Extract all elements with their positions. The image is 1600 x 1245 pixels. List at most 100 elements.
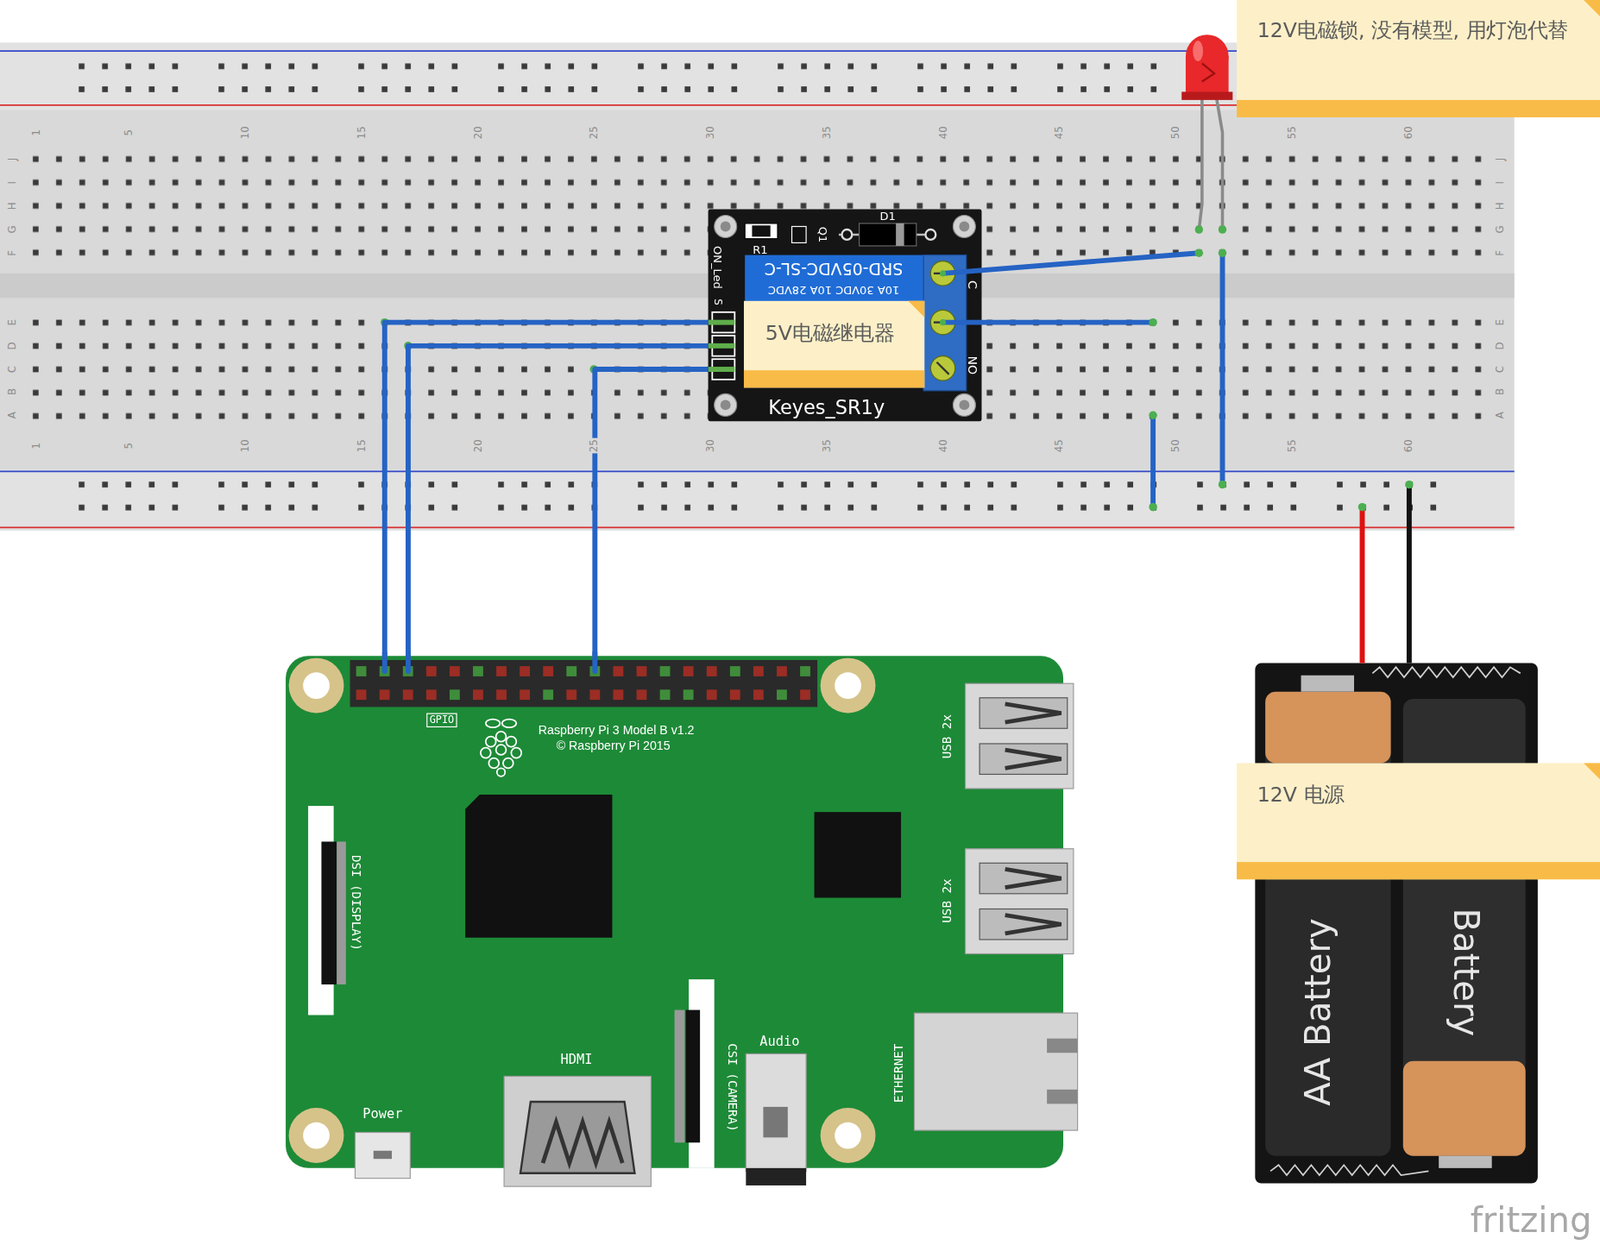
- row-letter: J: [6, 157, 19, 163]
- led-leg: [1198, 96, 1203, 230]
- gpio-pin: [776, 666, 788, 677]
- pin-label: S: [711, 298, 724, 306]
- watermark: fritzing: [1470, 1201, 1593, 1240]
- port-label: CSI (CAMERA): [724, 1043, 740, 1133]
- logo-berry: [485, 737, 497, 748]
- gpio-pins: [356, 666, 811, 700]
- terminal-label: NO: [964, 355, 980, 375]
- gpio-pin: [426, 689, 437, 700]
- hdmi-port: [503, 1076, 651, 1187]
- battery-terminal: [1438, 1156, 1492, 1169]
- column-number: 45: [1053, 438, 1065, 454]
- note-fold: [1583, 762, 1600, 780]
- column-number: 40: [937, 125, 949, 140]
- connected-hole: [1148, 503, 1157, 511]
- row-letter: D: [6, 340, 19, 351]
- row-letter: E: [6, 318, 19, 328]
- diode-pad: [925, 229, 936, 240]
- gpio-header: [350, 660, 819, 707]
- battery-holder: [1254, 663, 1538, 1185]
- sticky-note: 12V电磁锁, 没有模型, 用灯泡代替: [1236, 0, 1600, 118]
- row-letter: G: [1494, 224, 1506, 235]
- column-number: 60: [1402, 125, 1414, 140]
- connected-hole: [1218, 225, 1227, 234]
- gpio-pin: [356, 666, 367, 677]
- column-number: 5: [123, 128, 135, 138]
- usb-slot: [979, 862, 1068, 894]
- mount-hole-center: [958, 221, 970, 233]
- led-highlight: [1192, 40, 1204, 62]
- led-leg: [1215, 96, 1223, 230]
- power-rail: [0, 469, 1515, 531]
- usb-contact: [1005, 869, 1062, 888]
- jumper-wire: [594, 369, 708, 656]
- column-number: 10: [239, 438, 251, 454]
- column-number: 25: [588, 125, 600, 140]
- mount-hole-center: [834, 1122, 862, 1150]
- gpio-pin: [403, 689, 414, 700]
- connected-hole: [1404, 480, 1413, 489]
- battery-spring: [1372, 667, 1520, 678]
- hole-grid: [24, 147, 1490, 265]
- battery-wire-black: [1406, 485, 1412, 664]
- mount-hole: [820, 1108, 876, 1164]
- port-label: HDMI: [560, 1051, 593, 1068]
- logo-berry: [496, 731, 507, 743]
- mount-hole: [952, 393, 976, 416]
- column-number: 40: [937, 438, 949, 454]
- note-text: 12V 电源: [1257, 781, 1575, 810]
- jumper-wire: [408, 346, 709, 656]
- column-number: 55: [1286, 125, 1298, 140]
- audio-barrel: [745, 1168, 807, 1186]
- usb-slot: [979, 909, 1068, 940]
- column-number: 15: [355, 125, 367, 140]
- terminal-screw: [930, 356, 955, 381]
- battery-pack-drawing: [1254, 663, 1538, 1185]
- led-anvil: [1202, 62, 1215, 82]
- audio-jack: [745, 1053, 807, 1172]
- port-label: DSI (DISPLAY): [348, 855, 364, 952]
- copyright: © Raspberry Pi 2015: [556, 738, 671, 754]
- jumper-wire: [384, 322, 709, 657]
- row-letter: B: [6, 387, 19, 397]
- logo-berry: [480, 748, 492, 759]
- gpio-pin: [660, 666, 671, 677]
- row-letter: F: [1494, 249, 1506, 258]
- hdmi-contacts: [542, 1122, 623, 1164]
- hdmi-opening: [520, 1102, 635, 1174]
- row-letter: I: [1494, 180, 1506, 186]
- column-number: 25: [588, 438, 600, 454]
- logo-berry: [510, 748, 522, 759]
- battery-wire-red: [1360, 507, 1366, 664]
- battery-cap: [1403, 1061, 1526, 1157]
- column-number: 20: [472, 438, 484, 454]
- usb-slot: [979, 698, 1068, 729]
- gpio-pin: [379, 689, 391, 700]
- row-letter: A: [1494, 410, 1506, 420]
- terminal-label: C: [964, 280, 980, 290]
- usb-slot: [979, 743, 1068, 775]
- row-letter: C: [1494, 365, 1506, 375]
- gpio-pin: [683, 666, 694, 677]
- gpio-pin: [776, 689, 788, 700]
- mount-hole: [289, 1108, 345, 1164]
- row-letter: F: [6, 249, 19, 258]
- column-number: 10: [239, 125, 251, 140]
- logo-leaf: [502, 719, 517, 728]
- led-body: [1185, 56, 1229, 95]
- jumper-wire: [943, 252, 1200, 274]
- gpio-pin: [496, 689, 507, 700]
- part-label: R1: [752, 243, 768, 258]
- gpio-pin: [566, 689, 577, 700]
- mount-hole-center: [834, 672, 862, 700]
- column-number: 1: [30, 128, 42, 138]
- gpio-pin: [800, 666, 811, 677]
- gpio-pin: [660, 689, 671, 700]
- column-number: 60: [1402, 438, 1414, 454]
- gpio-pin: [472, 689, 484, 700]
- column-number: 5: [123, 441, 135, 451]
- battery-label: Battery: [1445, 907, 1487, 1037]
